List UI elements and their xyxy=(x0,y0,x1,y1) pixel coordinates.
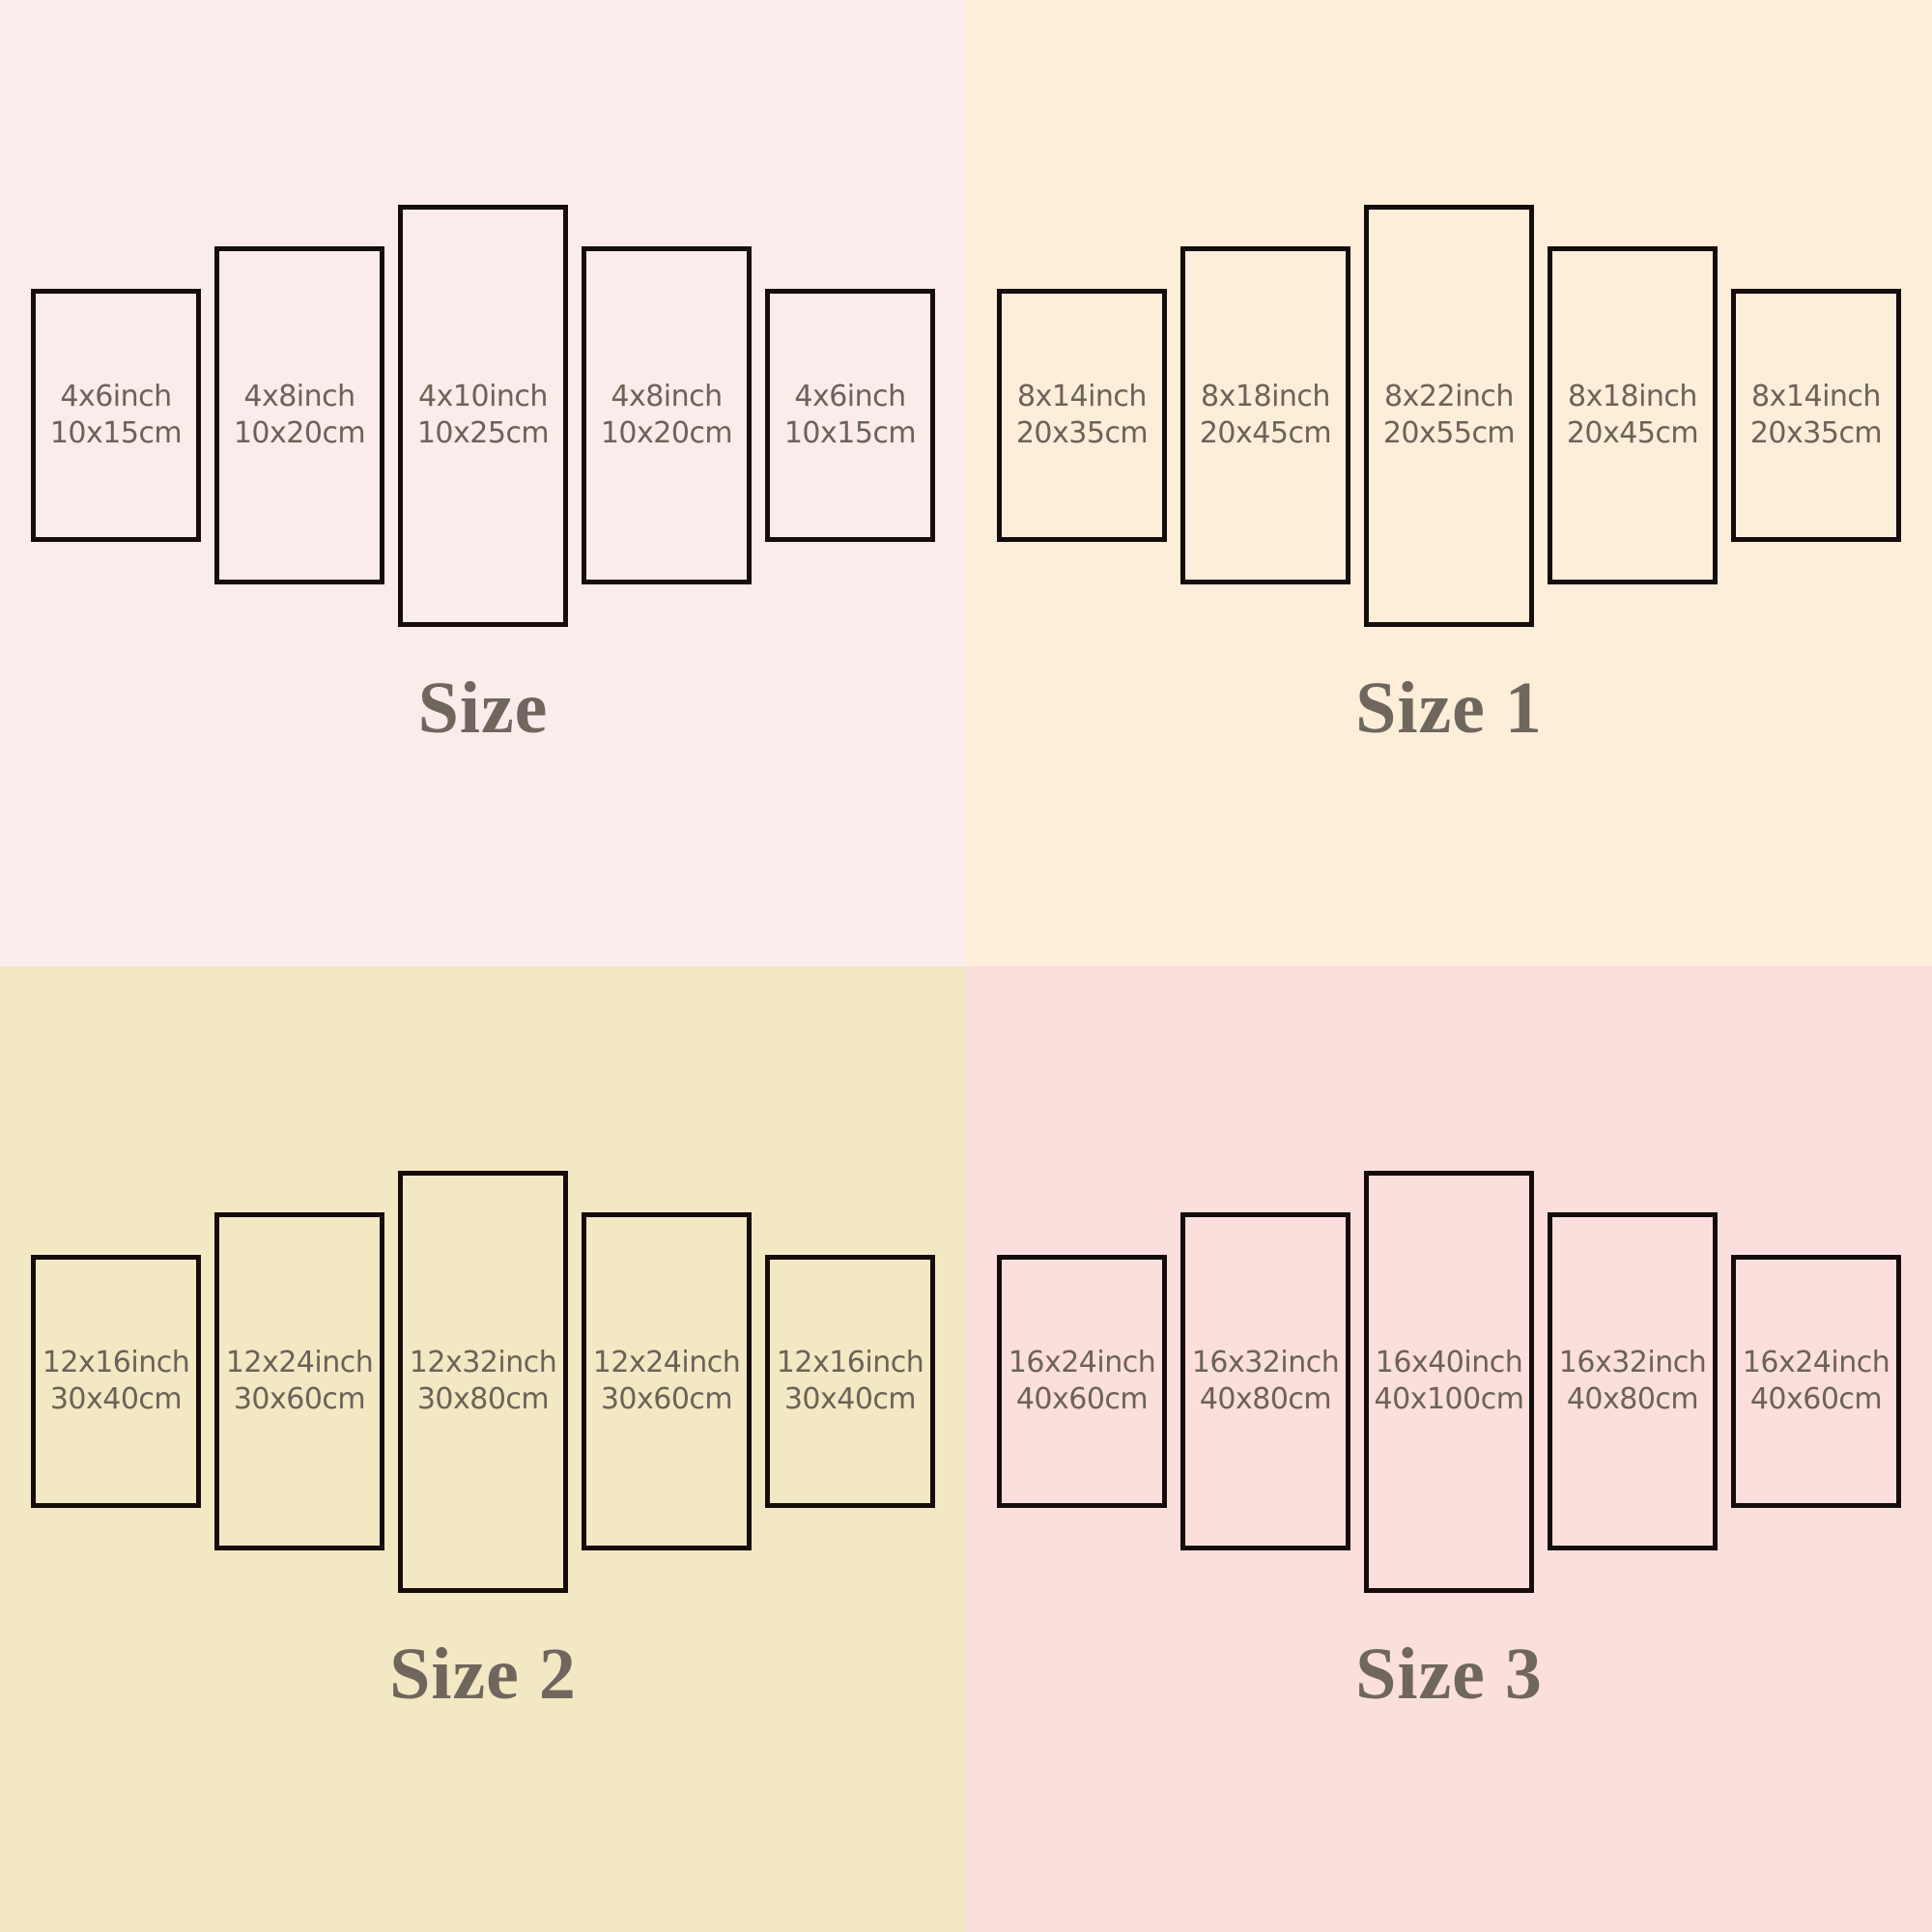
panel-size-cm: 10x15cm xyxy=(49,416,183,450)
panel-size-cm: 10x15cm xyxy=(783,416,917,450)
panel-size-inch: 8x18inch xyxy=(1201,379,1330,413)
panel-size-inch: 12x16inch xyxy=(776,1345,924,1379)
panel-size-inch: 16x24inch xyxy=(1008,1345,1156,1379)
panel-size-cm: 10x20cm xyxy=(233,416,366,450)
panel-size-cm: 40x80cm xyxy=(1566,1382,1699,1416)
panel-size-inch: 8x22inch xyxy=(1384,379,1514,413)
quadrant-title: Size 2 xyxy=(389,1634,577,1715)
panel-size-cm: 20x45cm xyxy=(1199,416,1332,450)
panel-size-inch: 12x24inch xyxy=(592,1345,741,1379)
panel-size-inch: 4x8inch xyxy=(243,379,355,413)
panel-size-inch: 16x32inch xyxy=(1191,1345,1340,1379)
panel-size-cm: 40x100cm xyxy=(1374,1382,1524,1416)
panel-size-inch: 16x32inch xyxy=(1558,1345,1707,1379)
panel-size-cm: 20x35cm xyxy=(1015,416,1149,450)
panel-size-inch: 12x32inch xyxy=(409,1345,557,1379)
panel-size-cm: 20x55cm xyxy=(1382,416,1516,450)
panel-size-inch: 16x24inch xyxy=(1742,1345,1890,1379)
panel-size-inch: 4x6inch xyxy=(794,379,906,413)
panel-size-cm: 20x45cm xyxy=(1566,416,1699,450)
quadrant-title: Size 1 xyxy=(1355,668,1543,749)
panel-size-cm: 40x60cm xyxy=(1015,1382,1149,1416)
panel-size-inch: 4x8inch xyxy=(611,379,723,413)
panel-size-cm: 30x80cm xyxy=(416,1382,550,1416)
panel-size-cm: 30x40cm xyxy=(783,1382,917,1416)
panel-size-cm: 20x35cm xyxy=(1749,416,1883,450)
panel-size-inch: 12x24inch xyxy=(225,1345,374,1379)
panel-size-inch: 8x14inch xyxy=(1751,379,1881,413)
panel-size-cm: 40x80cm xyxy=(1199,1382,1332,1416)
quadrant-title: Size xyxy=(417,668,549,749)
panel-size-cm: 10x25cm xyxy=(416,416,550,450)
panel-size-inch: 12x16inch xyxy=(42,1345,190,1379)
panel-size-inch: 8x14inch xyxy=(1017,379,1147,413)
panel-size-inch: 4x10inch xyxy=(418,379,548,413)
panel-size-inch: 4x6inch xyxy=(60,379,172,413)
panel-size-cm: 30x60cm xyxy=(233,1382,366,1416)
panel-size-cm: 10x20cm xyxy=(600,416,733,450)
panel-size-cm: 40x60cm xyxy=(1749,1382,1883,1416)
panel-size-inch: 8x18inch xyxy=(1568,379,1697,413)
panel-size-cm: 30x60cm xyxy=(600,1382,733,1416)
panel-size-inch: 16x40inch xyxy=(1375,1345,1523,1379)
quadrant-title: Size 3 xyxy=(1355,1634,1543,1715)
panel-size-cm: 30x40cm xyxy=(49,1382,183,1416)
